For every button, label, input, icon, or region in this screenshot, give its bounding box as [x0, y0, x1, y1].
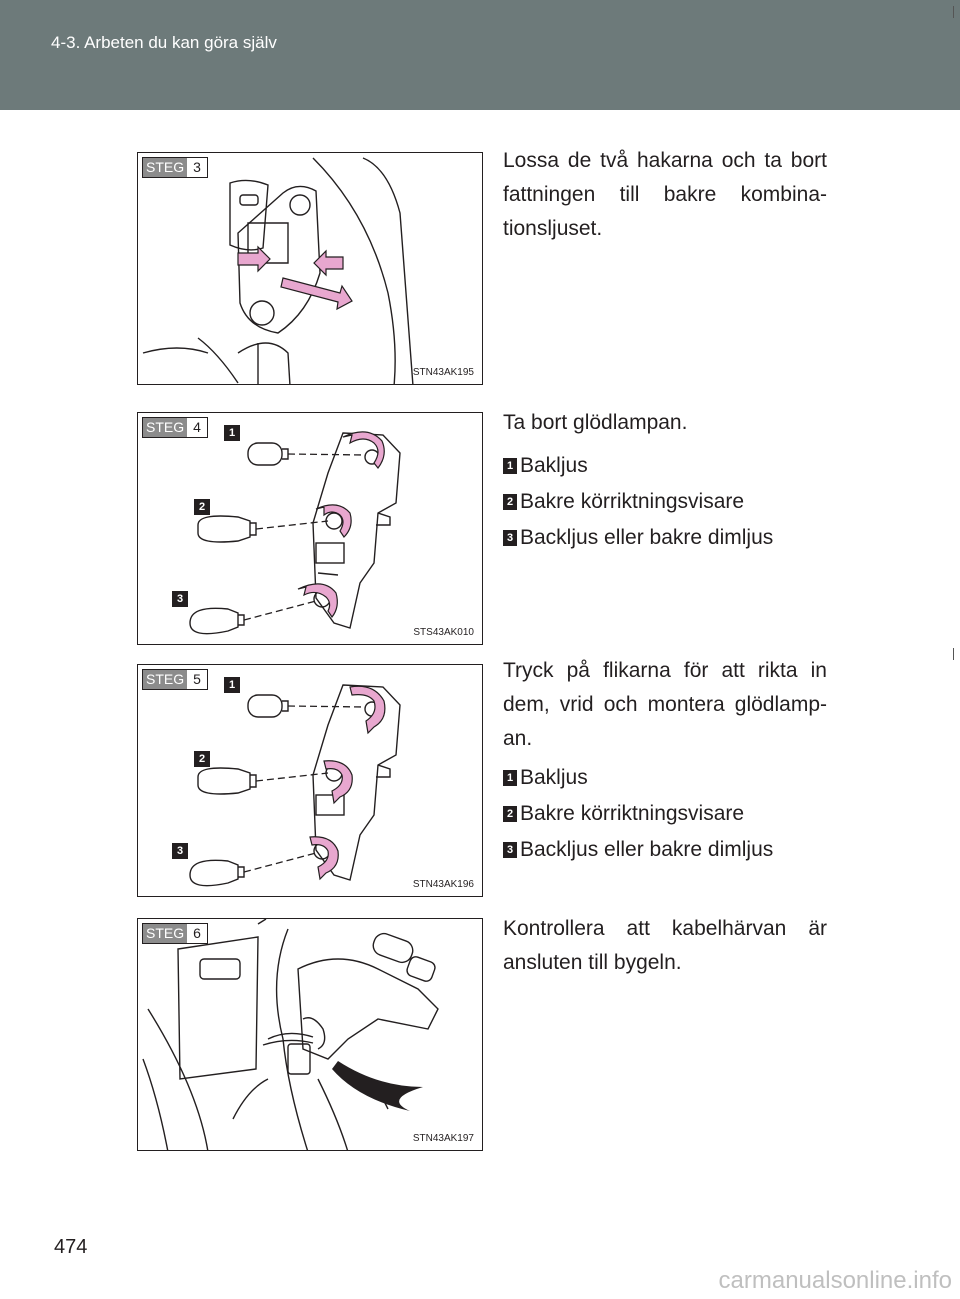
crop-mark	[953, 648, 954, 660]
step-3-instruction: Lossa de två hakarna och ta bort fattnin…	[503, 149, 827, 240]
step-6-figure: STEG 6 STN	[137, 918, 483, 1151]
page-number: 474	[54, 1236, 88, 1258]
watermark: carmanualsonline.info	[718, 1267, 952, 1294]
step-4: STEG 4 1 2 3	[137, 411, 827, 648]
figure-code: STN43AK197	[412, 1133, 474, 1144]
step-3: STEG 3 STN43	[137, 149, 827, 388]
socket-removal-illustration	[142, 157, 414, 384]
figure-code: STS43AK010	[413, 627, 474, 638]
step-label: STEG 3	[142, 157, 208, 178]
figure-code: STN43AK196	[412, 879, 474, 890]
figure-badge-2: 2	[194, 751, 210, 767]
step-3-figure: STEG 3 STN43	[137, 152, 483, 385]
step-6: STEG 6 STN	[137, 917, 827, 1154]
figure-badge-3: 3	[172, 843, 188, 859]
step-5-instruction: Tryck på flikarna för att rikta in dem, …	[503, 659, 827, 750]
figure-badge-2: 2	[194, 499, 210, 515]
figure-badge-3: 3	[172, 591, 188, 607]
step-4-instruction: Ta bort glödlampan.	[503, 411, 688, 434]
figure-code: STN43AK195	[412, 367, 474, 378]
bulb-install-illustration	[189, 684, 401, 887]
crop-mark	[953, 6, 954, 18]
step-5: STEG 5 1 2 3	[137, 659, 827, 900]
figure-badge-1: 1	[224, 425, 240, 441]
step-label: STEG 5	[142, 669, 208, 690]
figure-badge-1: 1	[224, 677, 240, 693]
step-5-figure: STEG 5 1 2 3	[137, 664, 483, 897]
step-4-figure: STEG 4 1 2 3	[137, 412, 483, 645]
step-6-instruction: Kontrollera att kabelhärvan är ansluten …	[503, 917, 827, 974]
chapter-title: 4-3. Arbeten du kan göra själv	[51, 33, 277, 52]
wire-harness-illustration	[142, 919, 439, 1150]
bulb-removal-illustration	[189, 431, 401, 635]
chapter-header: 4-3. Arbeten du kan göra själv	[0, 0, 960, 110]
step-label: STEG 4	[142, 417, 208, 438]
step-label: STEG 6	[142, 923, 208, 944]
